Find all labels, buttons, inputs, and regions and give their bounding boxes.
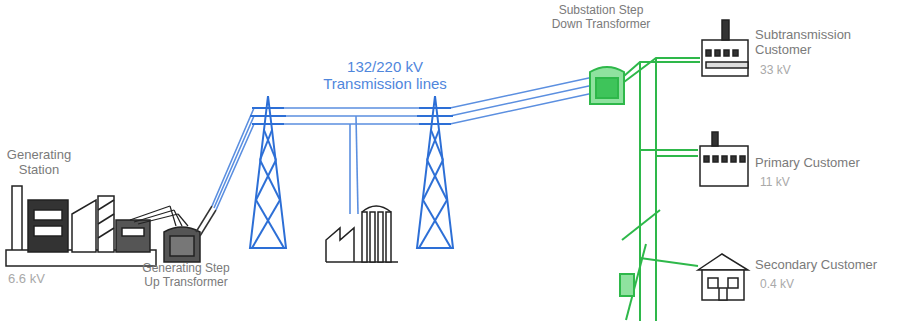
house: [698, 254, 748, 300]
text-label: Secondary Customer: [755, 258, 917, 273]
text-label: Generating Step Up Transformer: [138, 262, 234, 290]
text-label: 11 kV: [760, 176, 840, 190]
step-down-transformer: [590, 67, 624, 104]
factory: [326, 206, 398, 262]
text-label: 0.4 kV: [760, 278, 840, 292]
text-label: 132/220 kV Transmission lines: [310, 58, 460, 93]
text-label: Primary Customer: [755, 156, 915, 171]
text-label: Substation Step Down Transformer: [545, 4, 657, 32]
step-up-transformer: [164, 206, 216, 262]
factory: [700, 132, 748, 186]
distribution-lines: [620, 58, 700, 321]
factory: [702, 20, 748, 76]
transmission-tower: [417, 96, 453, 248]
text-label: Generating Station: [0, 148, 78, 178]
text-label: 33 kV: [760, 64, 840, 78]
transmission-tower: [250, 96, 286, 248]
generator-leads: [130, 206, 188, 226]
text-label: 6.6 kV: [8, 272, 78, 287]
transmission-lines: [212, 76, 598, 214]
generating-station: [6, 186, 156, 266]
text-label: Subtransmission Customer: [755, 28, 895, 58]
